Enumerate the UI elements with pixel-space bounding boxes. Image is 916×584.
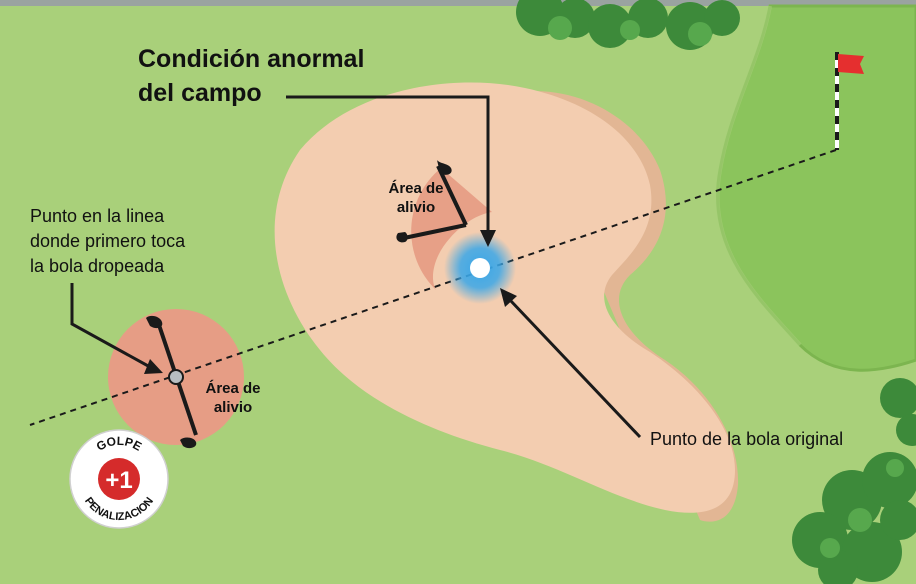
reference-line (29, 149, 837, 426)
relief-area-label-left: Área de alivio (183, 379, 283, 417)
drop-point-label: Punto en la linea donde primero toca la … (30, 204, 185, 279)
top-border (0, 0, 916, 6)
trees-top (516, 0, 740, 50)
penalty-top-text: GOLPE (94, 434, 144, 454)
drop-label-line-3: la bola dropeada (30, 256, 165, 276)
drop-label-line-1: Punto en la linea (30, 206, 165, 226)
drop-label-line-2: donde primero toca (30, 231, 186, 251)
relief-top-line-1: Área de (388, 180, 444, 197)
relief-left-line-1: Área de (205, 380, 261, 397)
trees-right (792, 378, 916, 584)
original-ball-label: Punto de la bola original (650, 429, 844, 449)
drop-point (168, 369, 184, 385)
penalty-red-circle (98, 458, 140, 500)
original-ball-pointer-arrow (500, 288, 642, 439)
putting-green (716, 4, 916, 372)
drop-point-pointer-arrow (70, 283, 163, 374)
title-line-1: Condición anormal (138, 45, 365, 73)
penalty-badge: GOLPE +1 PENALIZACION (69, 429, 169, 529)
title-line-2: del campo (138, 79, 262, 107)
club-length-top (396, 160, 468, 243)
relief-left-line-2: alivio (213, 399, 253, 416)
diagram-title: Condición anormal del campo (138, 42, 364, 110)
penalty-value: +1 (105, 467, 132, 494)
golf-ball-icon (470, 258, 490, 278)
relief-top-line-2: alivio (396, 199, 436, 216)
title-pointer-arrow (286, 95, 496, 247)
relief-area-label-top: Área de alivio (366, 179, 466, 217)
flag-icon (835, 52, 864, 150)
